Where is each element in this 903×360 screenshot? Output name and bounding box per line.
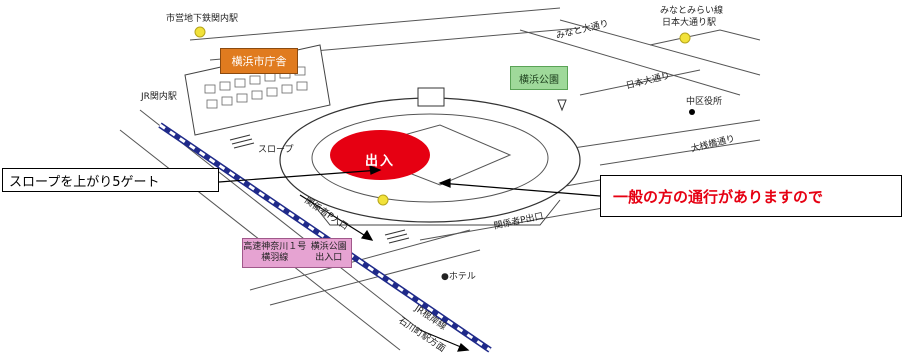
slope-arrow-head	[369, 165, 382, 175]
expressway-entrance-box: 高速神奈川１号横羽線 横浜公園出入口	[242, 238, 352, 268]
slope-stairs	[229, 134, 410, 244]
window	[206, 99, 218, 109]
road-osanbashi-east	[599, 139, 761, 166]
minatomirai-station-dot-icon	[679, 32, 691, 44]
stadium	[279, 87, 581, 226]
jr-kannai-label: JR関内駅	[141, 92, 177, 102]
window	[221, 96, 233, 106]
callout-arrows	[218, 165, 601, 352]
road-nihon-odori-west	[519, 29, 741, 96]
road-nihon-odori-east	[559, 19, 761, 76]
window	[204, 84, 216, 94]
staff-arrow-head	[360, 229, 374, 241]
window	[266, 87, 278, 97]
general-traffic-callout: 一般の方の通行がありますので	[600, 175, 902, 217]
window	[236, 93, 248, 103]
road-minato-odori-north	[189, 7, 561, 41]
slope-arrow-line	[218, 169, 381, 183]
entrance-oval	[330, 130, 430, 180]
expressway-label-line1: 高速神奈川１号横羽線	[243, 242, 307, 263]
window	[219, 81, 231, 91]
naka-ward-office-label: 中区役所	[686, 97, 723, 107]
road-side	[579, 69, 701, 96]
window	[251, 90, 263, 100]
expressway-label-line2: 横浜公園出入口	[310, 242, 347, 263]
jr-railway	[158, 122, 492, 353]
direction-arrow-head	[457, 343, 470, 352]
yokohama-park-label: 横浜公園	[510, 66, 568, 90]
stadium-base	[309, 199, 561, 226]
slope-gate-callout: スロープを上がり5ゲート	[2, 168, 219, 192]
hotel-label: ●ホテル	[441, 272, 476, 282]
city-hall-label: 横浜市庁舎	[220, 48, 298, 74]
gate-dot-icon	[377, 194, 389, 206]
ward-office-dot-icon	[689, 109, 695, 115]
road-upper-right	[649, 29, 761, 46]
road-lower-2	[269, 249, 481, 306]
staff-arrow-line	[299, 194, 373, 241]
window	[234, 78, 246, 88]
entrance-label: 出入	[364, 153, 395, 169]
railway-base	[158, 122, 492, 353]
slope-label: スロープ	[258, 145, 294, 155]
park-marker-icon	[557, 99, 567, 112]
notice-arrow-head	[438, 178, 451, 188]
nihon-odori-station-label: 日本大通り駅	[662, 18, 717, 28]
minatomirai-line-label: みなとみらい線	[660, 6, 724, 16]
window	[249, 75, 261, 85]
notice-arrow-line	[439, 182, 601, 197]
window	[264, 72, 276, 82]
subway-station-dot-icon	[194, 26, 206, 38]
road-osanbashi-west	[559, 119, 761, 151]
window	[281, 84, 293, 94]
subway-station-label: 市営地下鉄関内駅	[166, 14, 239, 24]
scoreboard	[417, 87, 445, 107]
window	[296, 81, 308, 91]
